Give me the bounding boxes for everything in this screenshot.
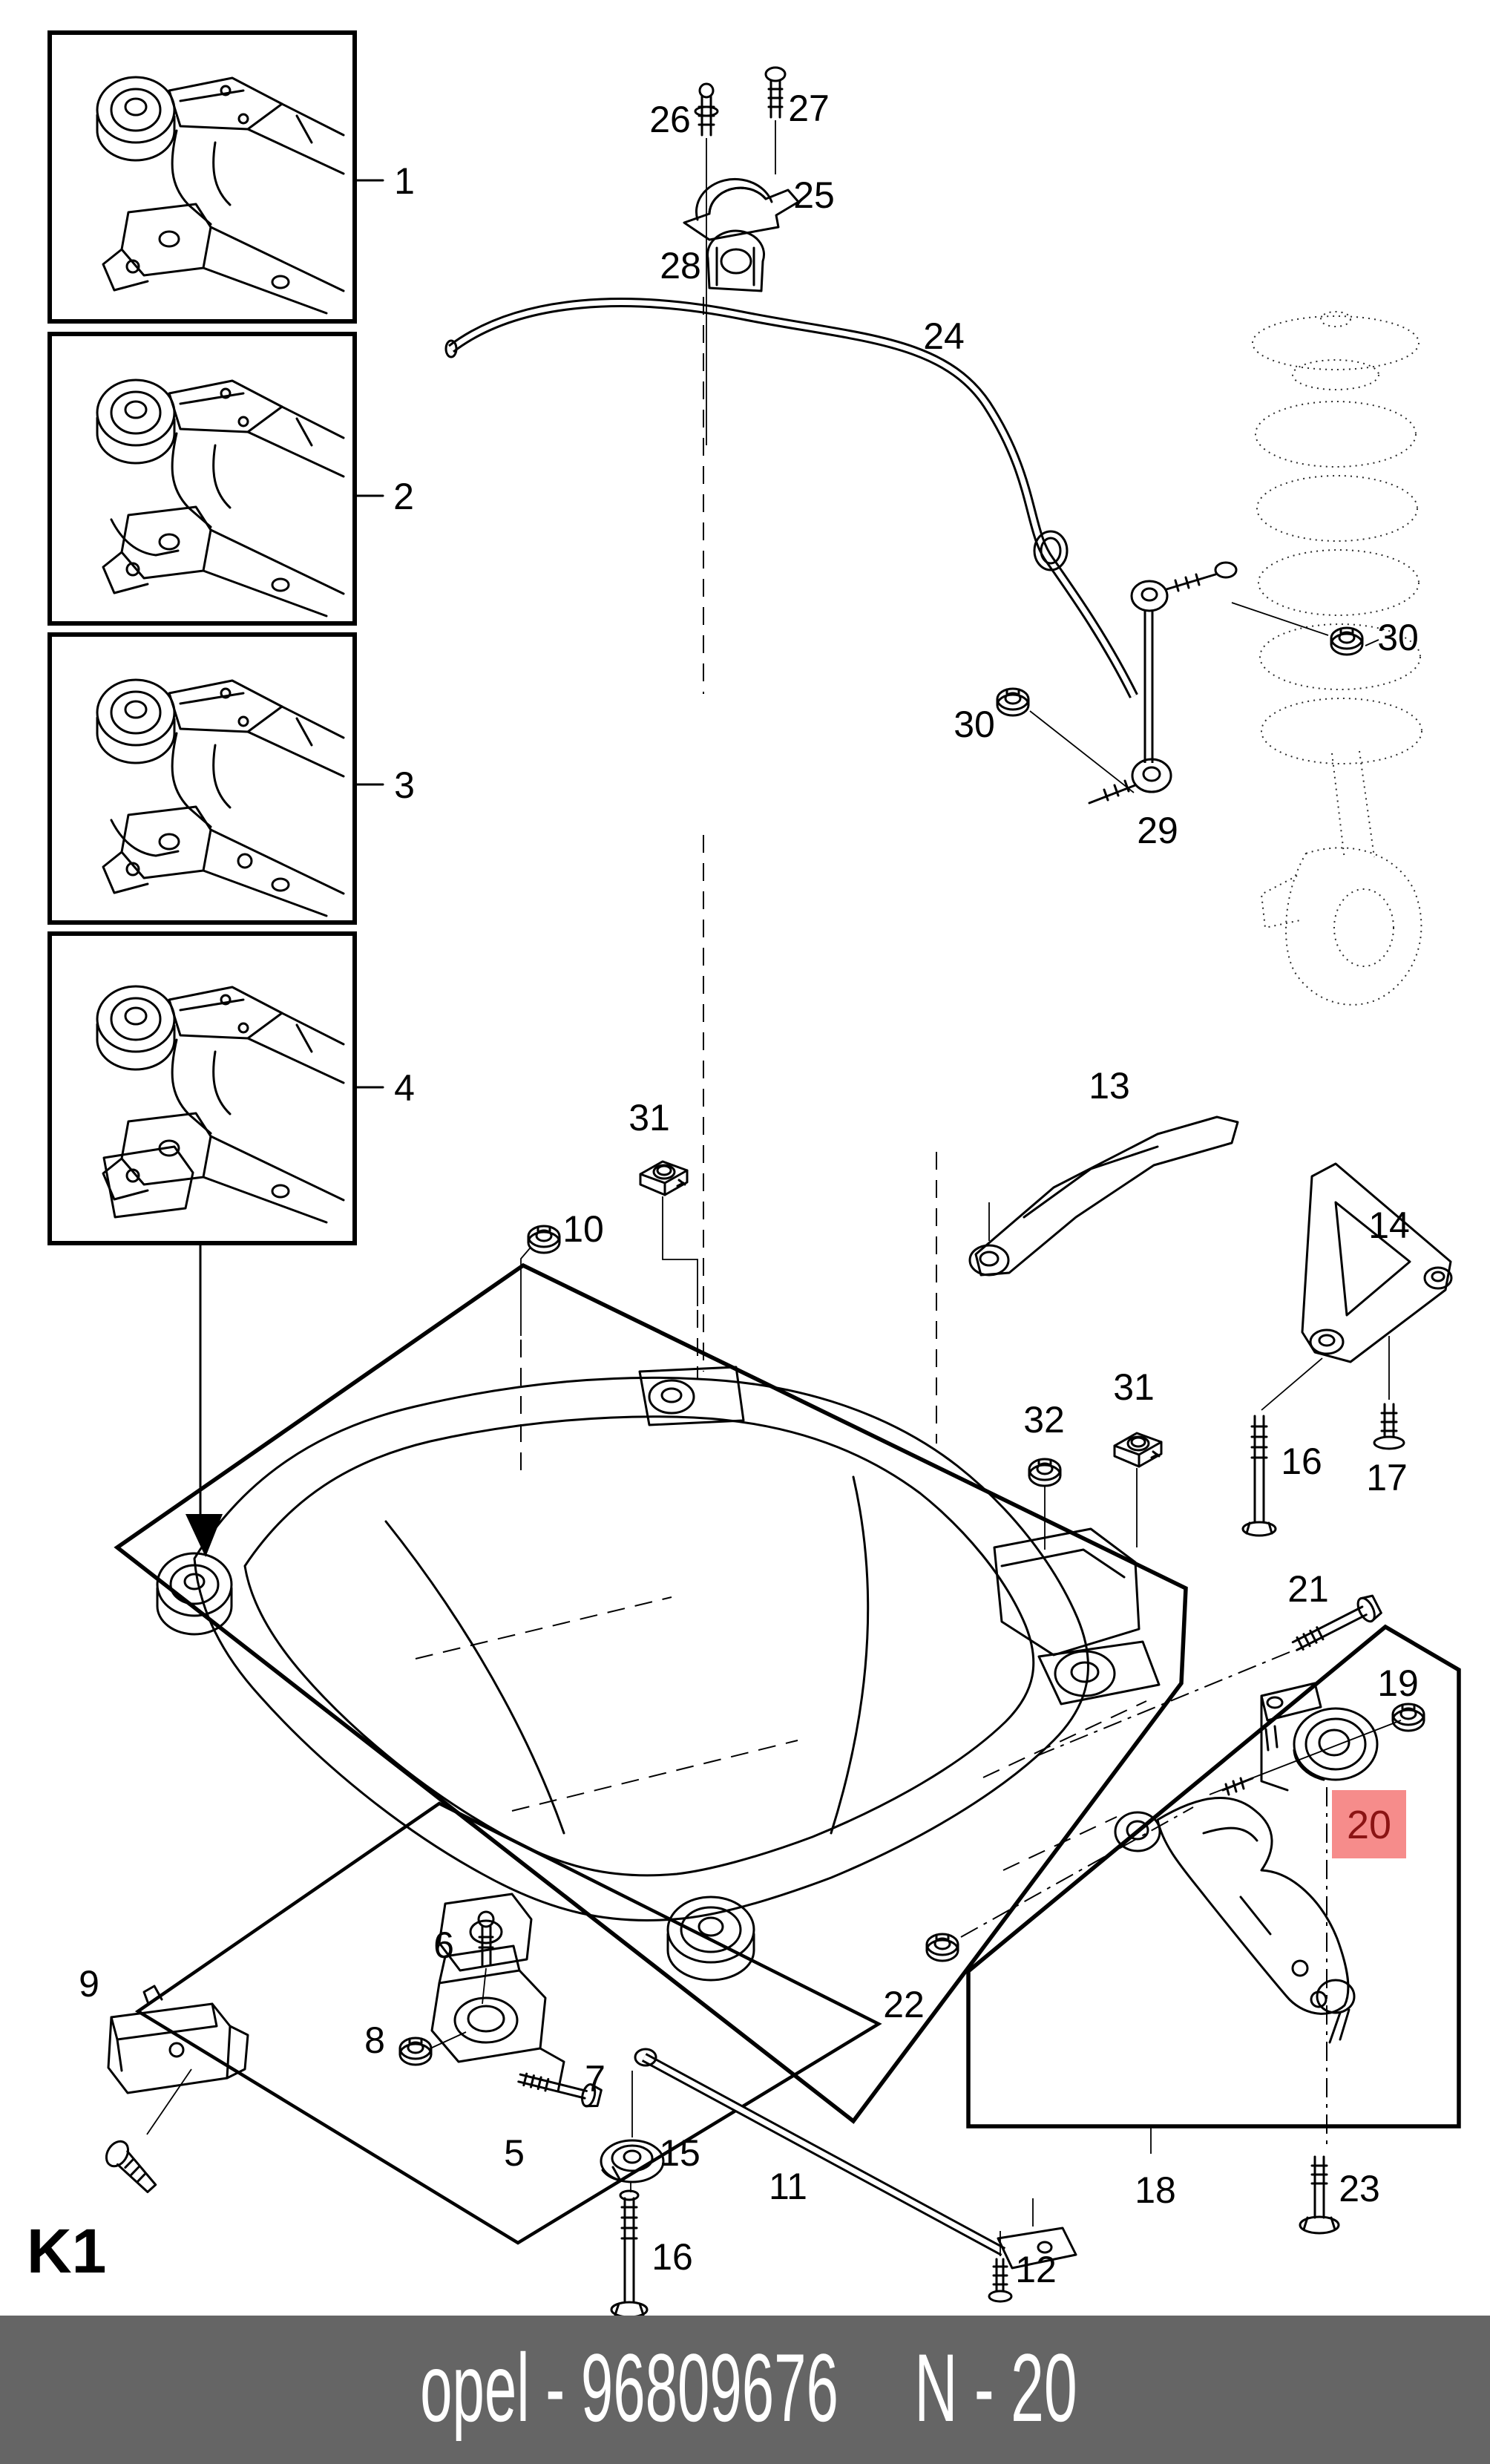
cage-nut-31-upper: [639, 1160, 698, 1379]
stabilizer-link-29: [1088, 561, 1238, 805]
bushing-28: [706, 229, 766, 292]
bracket-14: [1301, 1162, 1453, 1363]
bolt-16-bottom: [610, 2182, 649, 2319]
highlight-box: [1332, 1790, 1406, 1858]
control-arm-18: [982, 1700, 1356, 2044]
bracket-9: [105, 1985, 249, 2194]
nut-32: [1028, 1458, 1062, 1550]
callout-32[interactable]: 32: [1023, 1399, 1065, 1441]
screw-12: [988, 2231, 1013, 2303]
callout-13[interactable]: 13: [1089, 1065, 1130, 1107]
callout-7[interactable]: 7: [585, 2058, 605, 2100]
stabilizer-bar: [444, 66, 1138, 1372]
callout-23[interactable]: 23: [1339, 2168, 1380, 2209]
inset-box-3: [47, 632, 384, 925]
callout-29[interactable]: 29: [1137, 810, 1178, 851]
callout-2[interactable]: 2: [393, 476, 414, 517]
callout-30[interactable]: 30: [954, 704, 995, 745]
nut-8: [398, 2031, 467, 2066]
callout-5[interactable]: 5: [504, 2132, 525, 2174]
callout-9[interactable]: 9: [79, 1963, 99, 2005]
clamp-25: [683, 177, 800, 241]
callout-14[interactable]: 14: [1368, 1205, 1410, 1246]
nut-22: [925, 1806, 1194, 1962]
callout-27[interactable]: 27: [788, 88, 830, 129]
nut-10: [520, 1225, 561, 1481]
bolt-23: [1299, 2155, 1340, 2235]
callout-30[interactable]: 30: [1377, 617, 1419, 658]
inset-box-4: [47, 931, 384, 1245]
footer-page-code: N - 20: [914, 2333, 1077, 2441]
callout-22[interactable]: 22: [883, 1984, 925, 2025]
callout-19[interactable]: 19: [1377, 1662, 1419, 1704]
brace-11: [634, 2048, 1077, 2270]
callout-25[interactable]: 25: [793, 174, 835, 216]
callout-31[interactable]: 31: [1113, 1366, 1155, 1408]
highlight-label: 20: [1347, 1803, 1391, 1847]
callout-6[interactable]: 6: [433, 1924, 454, 1966]
callout-15[interactable]: 15: [659, 2132, 700, 2174]
screw-6: [477, 1910, 495, 2005]
footer-bar: opel - 96809676 N - 20: [0, 2316, 1490, 2464]
callout-17[interactable]: 17: [1366, 1457, 1408, 1498]
bolt-7: [517, 2072, 603, 2108]
washer-15: [600, 2071, 665, 2183]
highlighted-callout-20[interactable]: 20: [1332, 1790, 1406, 1858]
subframe-crossmember: [156, 1366, 1161, 1982]
bolt-21: [1032, 1594, 1382, 1758]
callout-3[interactable]: 3: [394, 764, 415, 806]
callout-layer: 1234567891011121314151616171819212223242…: [79, 88, 1419, 2290]
screw-17: [1373, 1336, 1405, 1450]
bolt-16-right: [1241, 1357, 1323, 1537]
callout-11[interactable]: 11: [769, 2166, 807, 2207]
sheet-code: K1: [27, 2216, 106, 2286]
inset-diamond-5-8: [134, 1801, 882, 2245]
inset-box-1: [47, 30, 384, 324]
main-enclosure: [114, 1262, 1188, 2124]
nut-30-left: [996, 687, 1135, 793]
bracket-13: [936, 1115, 1239, 1444]
callout-24[interactable]: 24: [923, 315, 965, 357]
callout-21[interactable]: 21: [1287, 1568, 1329, 1610]
callout-26[interactable]: 26: [649, 99, 691, 140]
inset-box-2: [47, 332, 384, 626]
bracket-5: [430, 1944, 565, 2093]
callout-4[interactable]: 4: [394, 1067, 415, 1109]
strut-assembly-ref: [1252, 311, 1422, 1006]
callout-31[interactable]: 31: [629, 1097, 670, 1138]
bushing-20-assembly: [1209, 1682, 1425, 2151]
nut-30-right: [1231, 602, 1379, 656]
callout-16[interactable]: 16: [1281, 1441, 1322, 1482]
callout-16[interactable]: 16: [652, 2236, 693, 2278]
pointer-arrow: [186, 1242, 223, 1557]
cage-nut-31-lower: [1113, 1432, 1163, 1547]
footer-part-number: opel - 96809676: [420, 2333, 838, 2442]
callout-12[interactable]: 12: [1015, 2249, 1057, 2290]
callout-18[interactable]: 18: [1135, 2169, 1176, 2211]
callout-1[interactable]: 1: [394, 160, 415, 202]
callout-8[interactable]: 8: [364, 2019, 385, 2061]
footer-bar-rect: [0, 2316, 1490, 2464]
callout-28[interactable]: 28: [660, 245, 701, 286]
screw-26: [694, 82, 719, 137]
callout-10[interactable]: 10: [562, 1208, 604, 1250]
screw-27: [764, 66, 787, 119]
